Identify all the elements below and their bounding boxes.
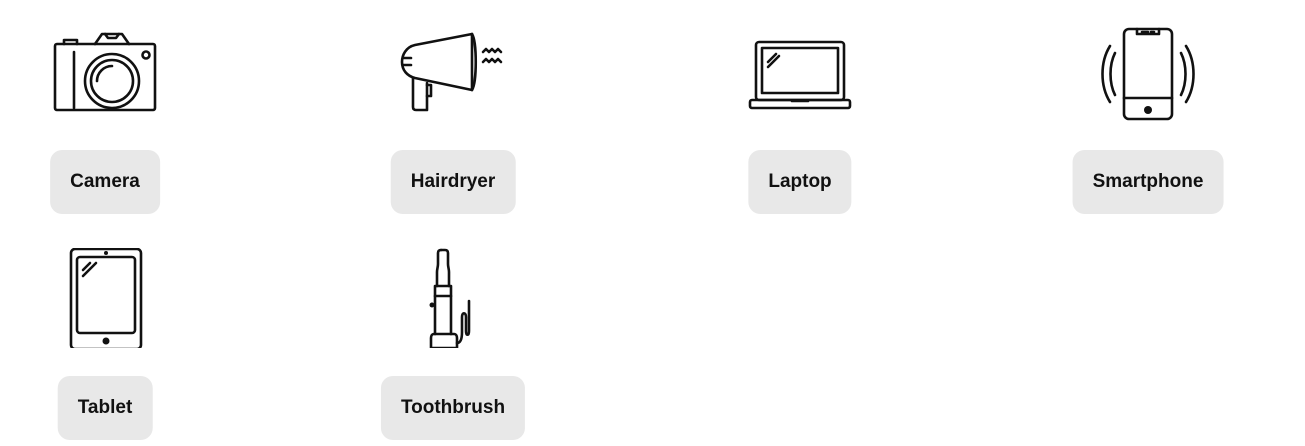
device-item-smartphone[interactable]: Smartphone [1028, 0, 1268, 220]
toothbrush-icon [398, 248, 508, 348]
device-item-hairdryer[interactable]: Hairdryer [333, 0, 573, 220]
device-item-camera[interactable]: Camera [0, 0, 225, 220]
device-label-laptop[interactable]: Laptop [748, 150, 852, 214]
hairdryer-icon [398, 22, 508, 122]
device-item-tablet[interactable]: Tablet [0, 226, 225, 446]
device-label-smartphone[interactable]: Smartphone [1072, 150, 1224, 214]
smartphone-icon [1093, 22, 1203, 122]
device-label-camera[interactable]: Camera [50, 150, 160, 214]
camera-icon [50, 22, 160, 122]
device-item-toothbrush[interactable]: Toothbrush [333, 226, 573, 446]
tablet-icon [50, 248, 160, 348]
device-label-toothbrush[interactable]: Toothbrush [380, 376, 526, 440]
device-item-laptop[interactable]: Laptop [680, 0, 920, 220]
device-label-hairdryer[interactable]: Hairdryer [390, 150, 516, 214]
device-label-tablet[interactable]: Tablet [57, 376, 153, 440]
laptop-icon [745, 22, 855, 122]
